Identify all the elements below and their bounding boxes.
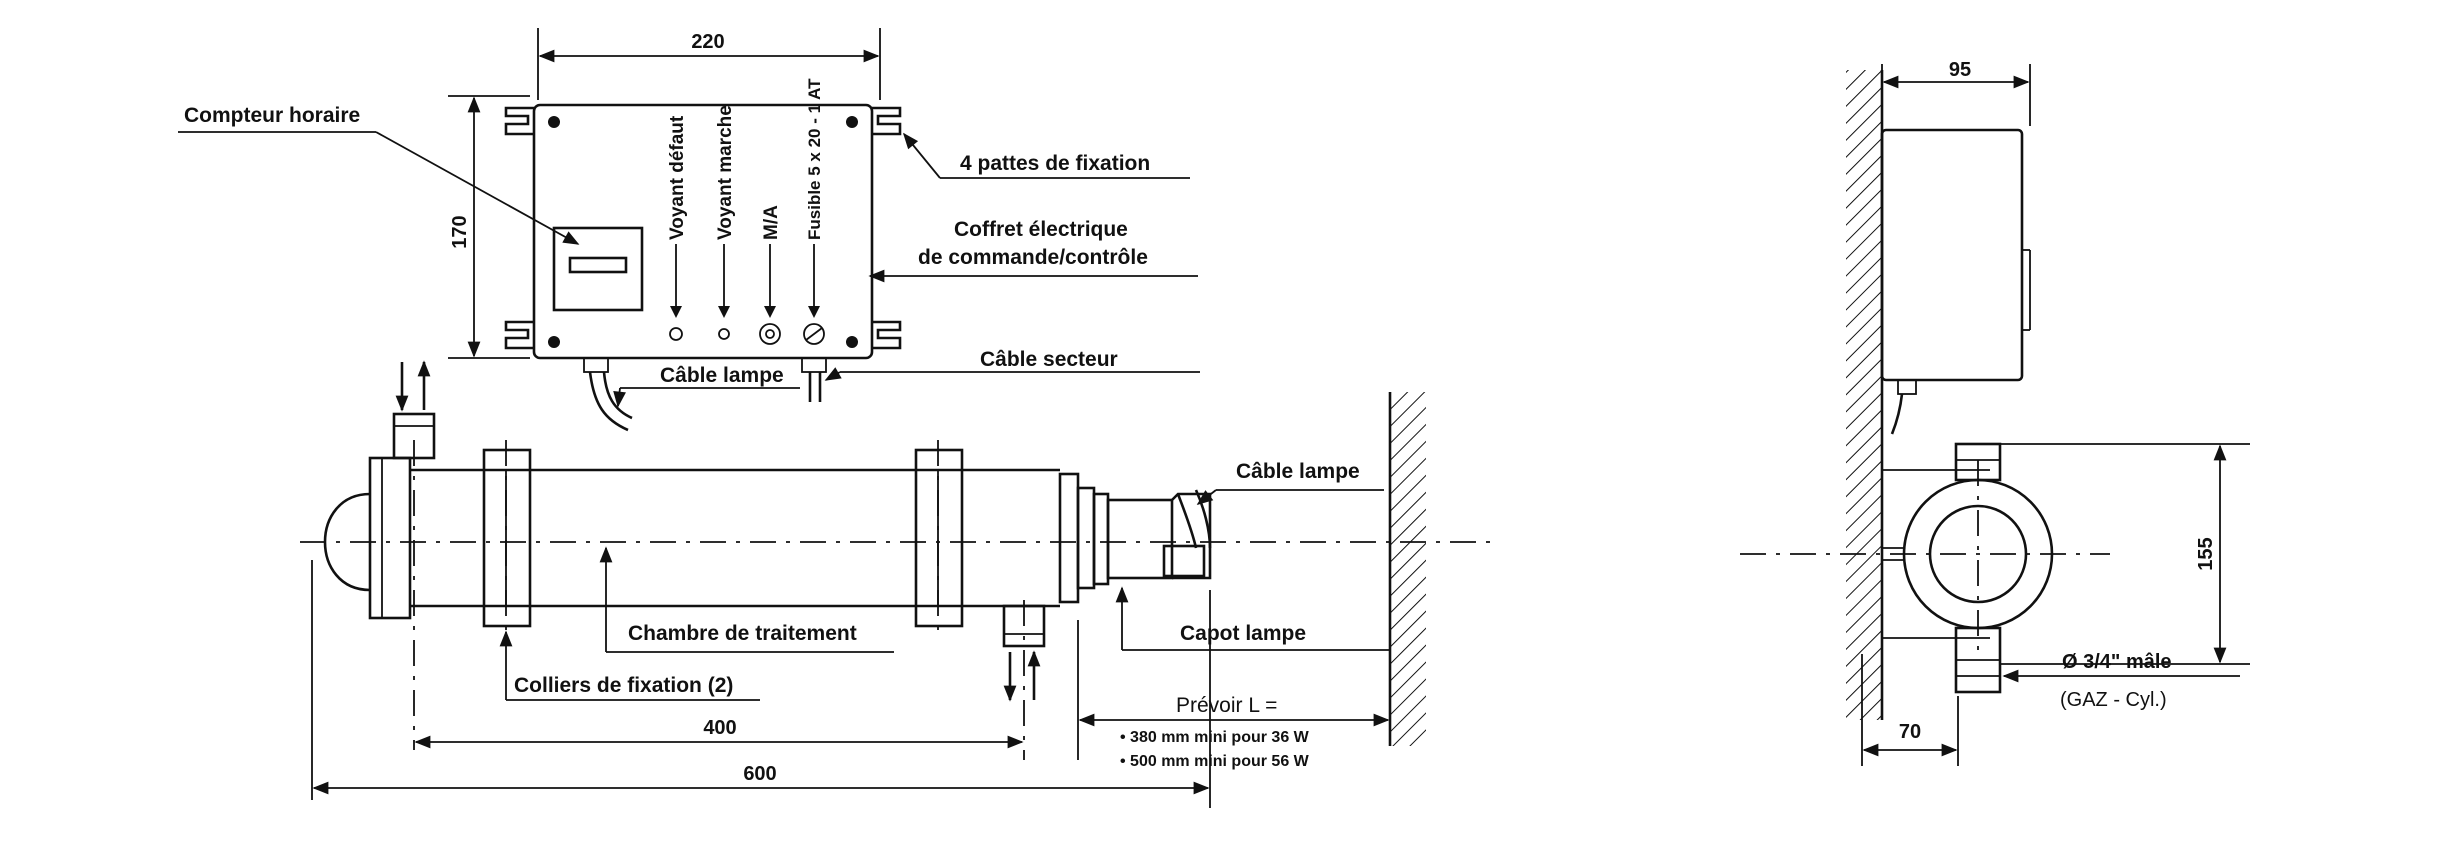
dimension-overall-length-label: 600 <box>743 763 776 785</box>
dimension-box-height-label: 170 <box>449 215 471 248</box>
side-view <box>1740 70 2110 720</box>
panel-label-on-off: M/A <box>761 205 782 240</box>
dimension-box-width: 220 <box>537 28 881 100</box>
hour-counter-icon <box>552 226 644 312</box>
dimension-side-height: 155 <box>2000 443 2250 665</box>
dimension-side-height-label: 155 <box>2195 537 2217 570</box>
label-plan-56w: • 500 mm mini pour 56 W <box>1120 753 1310 770</box>
label-hour-counter: Compteur horaire <box>184 104 360 127</box>
wall-front-view <box>1388 392 1426 746</box>
dimension-pipe-centers-label: 400 <box>703 717 736 739</box>
fuse-holder-icon <box>803 244 825 345</box>
label-cabinet-line2: de commande/contrôle <box>918 246 1148 269</box>
control-box <box>504 103 902 432</box>
label-lamp-cable-end: Câble lampe <box>1236 460 1360 483</box>
dimension-box-width-label: 220 <box>691 31 724 53</box>
panel-label-fuse: Fusible 5 x 20 - 1 AT <box>805 78 824 240</box>
label-plan-length: Prévoir L = <box>1176 694 1277 717</box>
dimension-overall-length: 600 <box>311 560 1211 808</box>
dimension-side-offset-label: 70 <box>1899 721 1921 743</box>
dimension-box-depth: 95 <box>1881 59 2031 126</box>
dimension-box-depth-label: 95 <box>1949 59 1971 81</box>
label-fixing-clamps: Colliers de fixation (2) <box>514 674 733 697</box>
clearance-length: Prévoir L = • 380 mm mini pour 36 W • 50… <box>1077 620 1390 770</box>
label-treatment-chamber: Chambre de traitement <box>628 622 857 645</box>
fixing-lug-icon <box>504 106 902 350</box>
label-mains-cable: Câble secteur <box>980 348 1118 371</box>
on-off-switch-icon <box>759 244 781 345</box>
wall-side-view <box>1846 70 1884 720</box>
label-fixing-lugs: 4 pattes de fixation <box>960 152 1150 175</box>
flow-arrow-icon <box>395 360 1041 702</box>
label-lamp-cable-box: Câble lampe <box>660 364 784 387</box>
dimension-pipe-centers: 400 <box>414 717 1024 749</box>
cable-gland-icon <box>583 357 827 432</box>
label-lamp-cover: Capot lampe <box>1180 622 1306 645</box>
fault-light-icon <box>669 244 683 341</box>
label-plan-36w: • 380 mm mini pour 36 W <box>1120 729 1310 746</box>
dimension-side-offset: 70 <box>1861 654 1959 766</box>
panel-label-fault-light: Voyant défaut <box>667 115 688 240</box>
dimension-box-height: 170 <box>448 95 530 359</box>
uv-chamber <box>323 412 1212 648</box>
label-cabinet-line1: Coffret électrique <box>954 218 1128 241</box>
label-connection-line1: Ø 3/4" mâle <box>2062 651 2172 673</box>
panel-label-run-light: Voyant marche <box>715 105 736 240</box>
label-connection-line2: (GAZ - Cyl.) <box>2060 689 2167 711</box>
run-light-icon <box>718 244 730 340</box>
